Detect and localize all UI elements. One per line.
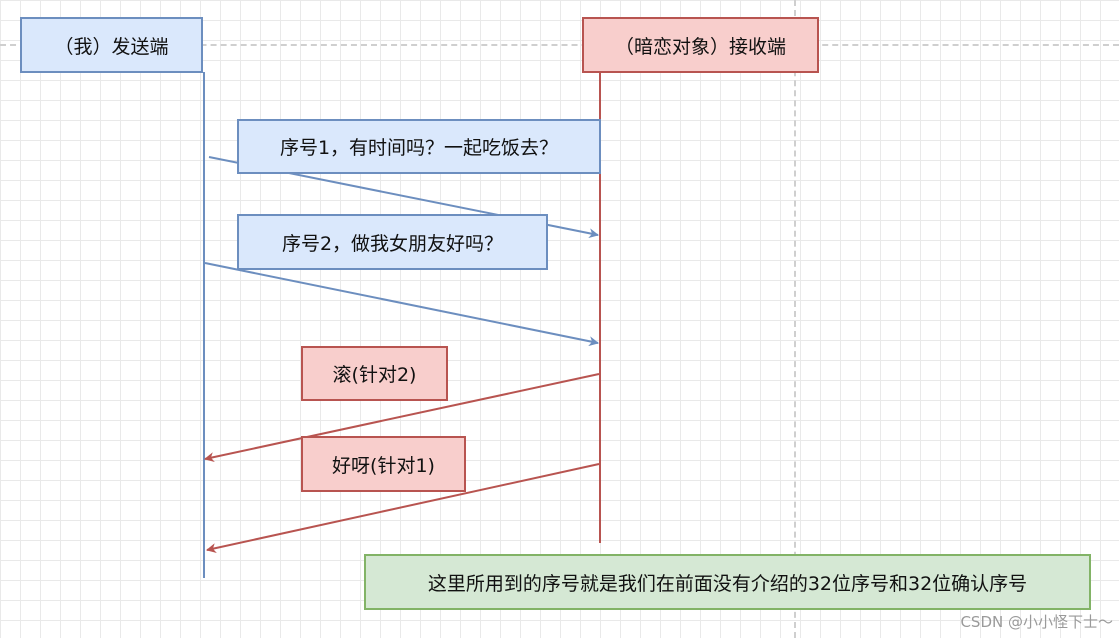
message-1-label: 序号1，有时间吗？一起吃饭去？ (279, 137, 559, 159)
guide-line-horizontal (0, 44, 1119, 46)
sender-lifeline (203, 72, 205, 578)
receiver-label: （暗恋对象）接收端 (614, 35, 786, 58)
sender-label: （我）发送端 (54, 35, 169, 58)
reply-2-box[interactable]: 好呀(针对1) (301, 436, 466, 492)
arrow-reply-2 (206, 463, 600, 553)
receiver-lifeline (599, 72, 601, 543)
receiver-box[interactable]: （暗恋对象）接收端 (582, 17, 819, 73)
watermark: CSDN @小小怪下士～ (960, 613, 1113, 631)
sender-box[interactable]: （我）发送端 (20, 17, 203, 73)
message-2-label: 序号2，做我女朋友好吗？ (281, 232, 504, 255)
message-1-box[interactable]: 序号1，有时间吗？一起吃饭去？ (237, 119, 601, 174)
guide-line-vertical (794, 0, 796, 638)
reply-1-box[interactable]: 滚(针对2) (301, 346, 448, 401)
reply-2-label: 好呀(针对1) (332, 454, 435, 477)
reply-1-label: 滚(针对2) (332, 364, 417, 386)
note-label: 这里所用到的序号就是我们在前面没有介绍的32位序号和32位确认序号 (427, 572, 1028, 595)
arrow-message-2 (204, 262, 599, 347)
arrow-reply-1 (204, 373, 600, 462)
message-2-box[interactable]: 序号2，做我女朋友好吗？ (237, 214, 548, 270)
note-box[interactable]: 这里所用到的序号就是我们在前面没有介绍的32位序号和32位确认序号 (364, 554, 1091, 610)
